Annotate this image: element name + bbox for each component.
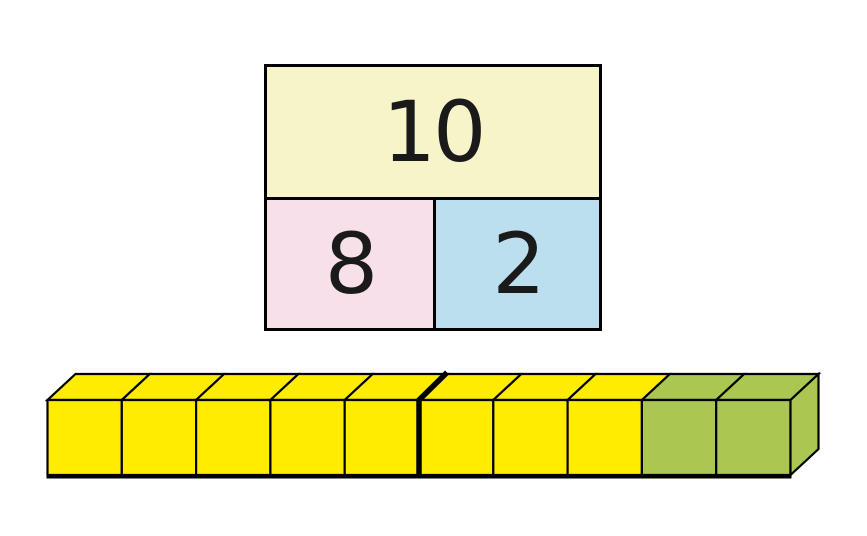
whole-cell: 10 <box>267 67 599 200</box>
cube-front-face <box>640 398 718 477</box>
part-whole-model: 10 8 2 <box>264 64 602 331</box>
cube-right-face <box>789 371 820 478</box>
part-left-value: 8 <box>324 215 378 313</box>
whole-value: 10 <box>382 83 487 181</box>
cube-front-face <box>195 398 272 477</box>
partition-divider-line <box>416 370 449 478</box>
part-cell-right: 2 <box>436 200 599 328</box>
cube-front-face <box>343 398 421 477</box>
cube-front-face <box>269 398 346 477</box>
cube-front-face <box>566 398 644 477</box>
cube-front-face <box>492 398 569 477</box>
cube-front-face <box>120 398 198 477</box>
cube-front-face <box>715 398 792 477</box>
parts-row: 8 2 <box>267 200 599 328</box>
cube-front-face <box>46 398 123 477</box>
part-right-value: 2 <box>492 215 545 313</box>
part-cell-left: 8 <box>267 200 436 328</box>
cube-front-face <box>417 398 495 477</box>
